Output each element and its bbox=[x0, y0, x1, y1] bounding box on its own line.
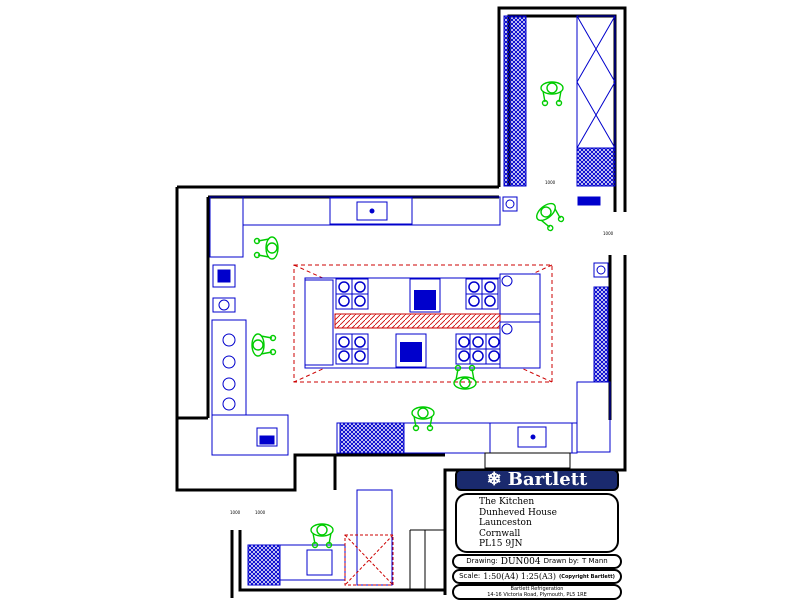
drawn-by-label: Drawn by: bbox=[543, 557, 579, 565]
scale-label: Scale: bbox=[459, 572, 481, 580]
company-name: Bartlett Refrigeration bbox=[510, 586, 564, 592]
drawing-number: DUN004 bbox=[500, 556, 541, 567]
scale-value: 1:50(A4) 1:25(A3) bbox=[483, 572, 556, 581]
company-address: 14-16 Victoria Road, Plymouth, PL5 1RE bbox=[487, 592, 587, 598]
brand-name: Bartlett bbox=[507, 469, 588, 490]
copyright: (Copyright Bartlett) bbox=[559, 573, 615, 580]
drawing-info: Drawing: DUN004 Drawn by: T Mann bbox=[452, 554, 622, 569]
scale-info: Scale: 1:50(A4) 1:25(A3) (Copyright Bart… bbox=[452, 569, 622, 584]
dimension-mark: 1000 bbox=[255, 510, 266, 515]
address-line: The Kitchen bbox=[479, 497, 535, 507]
annex-equipment bbox=[502, 15, 616, 212]
right-wall-equipment bbox=[336, 262, 611, 469]
drawing-label: Drawing: bbox=[466, 557, 498, 565]
address-line: PL15 9JN bbox=[479, 539, 523, 549]
dimension-mark: 1000 bbox=[545, 180, 556, 185]
dimension-mark: 1000 bbox=[603, 231, 614, 236]
address-line: Cornwall bbox=[479, 528, 521, 539]
dimension-mark: 1000 bbox=[230, 510, 241, 515]
address-line: Dunheved House bbox=[479, 507, 557, 518]
snowflake-icon: ❄ bbox=[486, 469, 502, 490]
bartlett-logo: ❄ Bartlett bbox=[455, 469, 619, 491]
company-footer: Bartlett Refrigeration 14-16 Victoria Ro… bbox=[452, 584, 622, 600]
bottom-equipment bbox=[247, 489, 445, 590]
cooking-island bbox=[293, 264, 553, 383]
site-address: The Kitchen Dunheved House Launceston Co… bbox=[455, 493, 619, 553]
drawn-by: T Mann bbox=[582, 557, 608, 565]
address-line: Launceston bbox=[479, 518, 532, 528]
top-counter bbox=[209, 196, 501, 456]
